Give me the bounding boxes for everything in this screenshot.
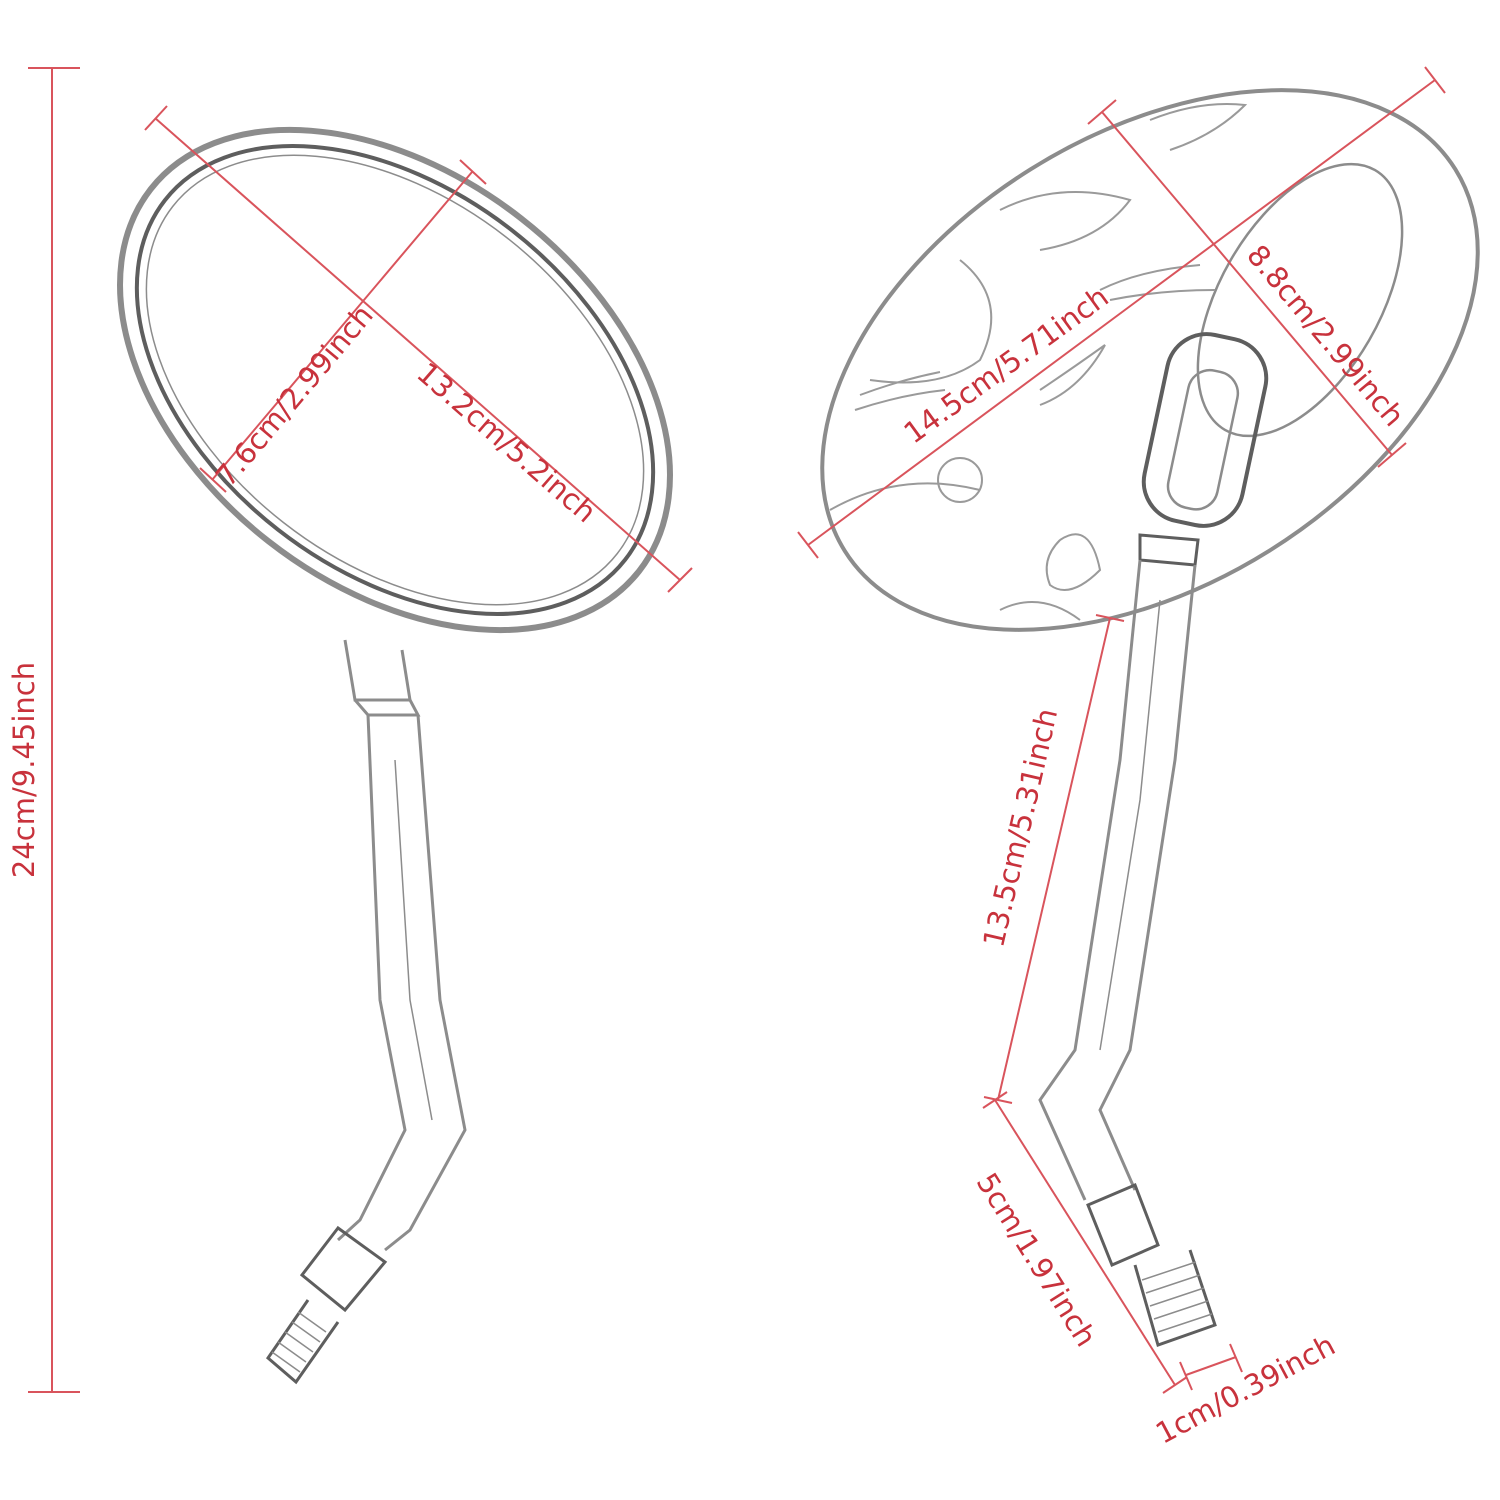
left-mirror-stem-edge	[384, 714, 467, 1252]
right-mirror-back-ring	[1196, 162, 1404, 438]
left-mirror-collar	[353, 699, 421, 717]
left-mirror	[117, 126, 673, 1385]
total-height-label: 24cm/9.45inch	[7, 662, 41, 878]
right-mirror-head	[820, 88, 1480, 632]
right-mirror-width-label: 8.8cm/2.99inch	[1240, 238, 1411, 433]
right-mirror-length-label: 14.5cm/5.71inch	[897, 279, 1114, 450]
left-mirror-neck	[343, 639, 412, 702]
eagle-emblem	[829, 103, 1248, 621]
right-mirror-mount	[1141, 332, 1269, 528]
left-mirror-nut	[299, 1225, 388, 1313]
left-mirror-rim-outer	[117, 126, 673, 634]
left-mirror-width-label: 7.6cm/2.99inch	[209, 298, 380, 493]
left-mirror-stem	[336, 714, 407, 1242]
right-mirror-mount-slot	[1166, 368, 1240, 511]
left-mirror-length-label: 13.2cm/5.2inch	[410, 356, 602, 530]
right-mirror-thread	[1133, 1249, 1217, 1347]
right-mirror-collar	[1138, 533, 1200, 567]
left-mirror-rim-inner	[134, 144, 656, 616]
right-mirror-stem-highlight	[1099, 599, 1161, 1051]
dimension-lines	[28, 66, 1446, 1394]
right-mirror-stem	[1038, 559, 1142, 1201]
right-mirror	[820, 88, 1480, 1347]
left-mirror-stem-highlight	[394, 759, 433, 1121]
stem-length-label: 13.5cm/5.31inch	[976, 705, 1064, 950]
left-mirror-thread	[265, 1299, 340, 1385]
left-mirror-glass	[145, 154, 645, 606]
right-mirror-nut	[1086, 1183, 1160, 1267]
thread-diameter-label: 1cm/0.39inch	[1150, 1328, 1341, 1451]
right-mirror-stem-edge	[1098, 564, 1197, 1191]
